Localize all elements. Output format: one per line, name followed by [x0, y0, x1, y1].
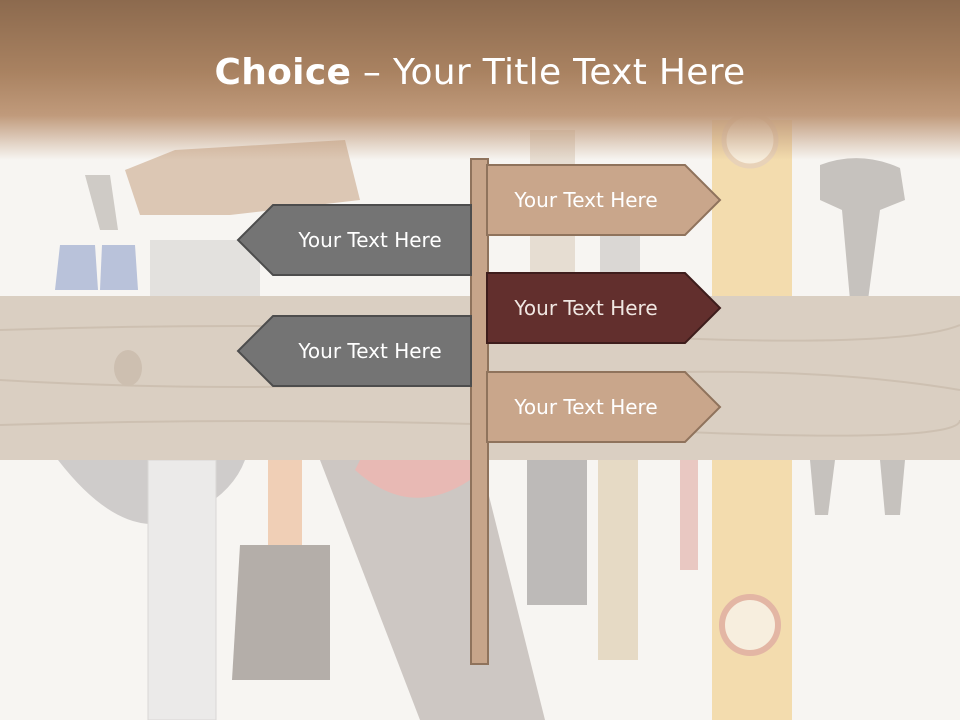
title-bold: Choice — [214, 52, 352, 93]
sign-shape — [236, 204, 472, 276]
sign-shape — [486, 164, 722, 236]
sign-right-3[interactable]: Your Text Here — [486, 371, 722, 443]
sign-shape — [236, 315, 472, 387]
sign-label: Your Text Here — [298, 228, 442, 252]
sign-shape — [486, 371, 722, 443]
sign-label: Your Text Here — [514, 188, 658, 212]
sign-right-2[interactable]: Your Text Here — [486, 272, 722, 344]
sign-left-1[interactable]: Your Text Here — [236, 204, 472, 276]
sign-shape — [486, 272, 722, 344]
title-band — [0, 0, 960, 160]
slide-title: Choice – Your Title Text Here — [0, 52, 960, 93]
sign-left-2[interactable]: Your Text Here — [236, 315, 472, 387]
sign-label: Your Text Here — [298, 339, 442, 363]
sign-right-1[interactable]: Your Text Here — [486, 164, 722, 236]
sign-label: Your Text Here — [514, 395, 658, 419]
sign-label: Your Text Here — [514, 296, 658, 320]
title-rest: – Your Title Text Here — [351, 52, 746, 93]
